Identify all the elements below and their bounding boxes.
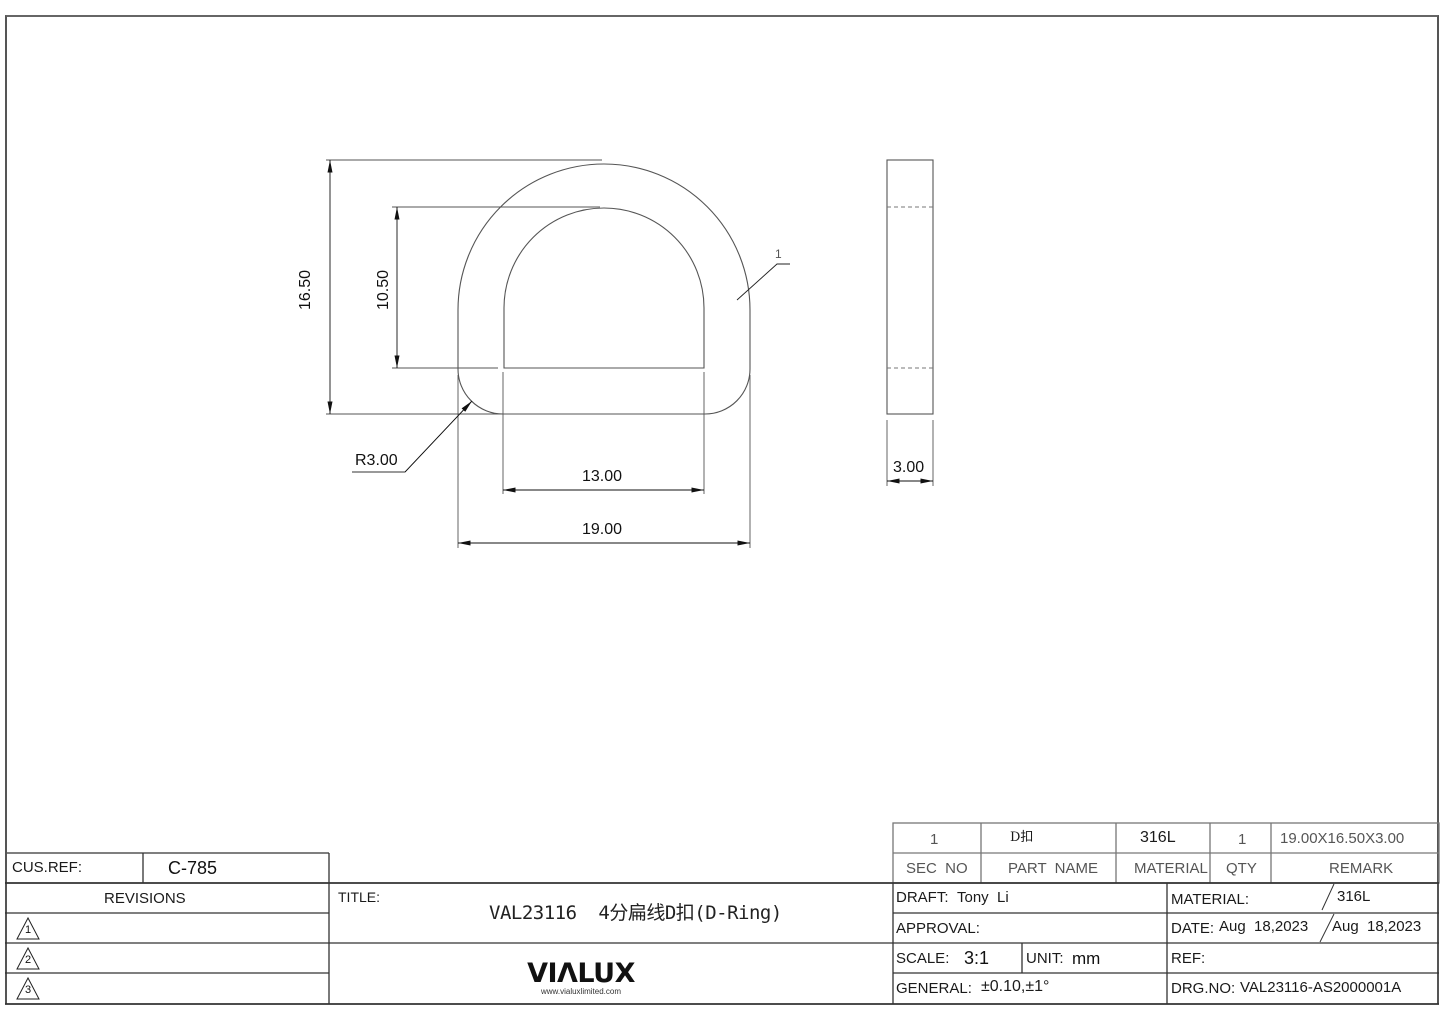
header-remark: REMARK bbox=[1329, 860, 1394, 877]
header-part-name: PART NAME bbox=[1008, 860, 1099, 877]
draft-value: Tony Li bbox=[957, 889, 1009, 906]
dim-thickness: 3.00 bbox=[893, 459, 925, 476]
scale-value: 3:1 bbox=[964, 948, 990, 968]
front-view-dimensions bbox=[326, 159, 790, 548]
general-tolerance: ±0.10,±1° bbox=[981, 978, 1050, 995]
cus-ref-label: CUS.REF: bbox=[12, 859, 83, 876]
dim-overall-height: 16.50 bbox=[297, 269, 314, 310]
ref-label: REF: bbox=[1171, 950, 1206, 967]
part-balloon: 1 bbox=[775, 247, 782, 261]
logo-url: www.vialuxlimited.com bbox=[540, 987, 622, 996]
drawing-title: VAL23116 4分扁线D扣(D-Ring) bbox=[489, 902, 782, 924]
material-value: 316L bbox=[1337, 888, 1371, 905]
cus-ref-value: C-785 bbox=[168, 858, 218, 878]
drawing-frame bbox=[5, 15, 1439, 1004]
unit-value: mm bbox=[1072, 949, 1101, 968]
title-block-grid bbox=[5, 822, 1440, 1005]
date-drafted: Aug 18,2023 bbox=[1219, 918, 1309, 935]
date-label: DATE: bbox=[1171, 920, 1215, 937]
front-view-outline bbox=[457, 163, 751, 415]
dim-inner-height: 10.50 bbox=[375, 269, 392, 310]
part-qty: 1 bbox=[1238, 831, 1247, 848]
header-qty: QTY bbox=[1226, 860, 1257, 877]
logo-wordmark: VIΛLUX bbox=[527, 958, 635, 989]
header-sec-no: SEC NO bbox=[906, 860, 968, 877]
revision-2-icon bbox=[16, 946, 40, 970]
drg-no-label: DRG.NO: bbox=[1171, 980, 1236, 997]
dim-overall-width: 19.00 bbox=[582, 521, 623, 538]
material-label: MATERIAL: bbox=[1171, 891, 1250, 908]
side-view bbox=[886, 159, 934, 486]
revision-3-number: 3 bbox=[25, 984, 32, 996]
part-sec-no: 1 bbox=[930, 831, 939, 848]
draft-label: DRAFT: bbox=[896, 889, 949, 906]
dim-corner-radius: R3.00 bbox=[355, 452, 398, 469]
revision-1-icon bbox=[16, 916, 40, 940]
part-remark: 19.00X16.50X3.00 bbox=[1280, 830, 1405, 847]
approval-label: APPROVAL: bbox=[896, 920, 980, 937]
revisions-label: REVISIONS bbox=[104, 890, 186, 907]
revision-triangles bbox=[16, 916, 40, 1000]
part-name: D扣 bbox=[1010, 830, 1034, 845]
title-label: TITLE: bbox=[338, 889, 381, 905]
header-material: MATERIAL bbox=[1134, 860, 1208, 877]
general-label: GENERAL: bbox=[896, 980, 972, 997]
drg-no-value: VAL23116-AS2000001A bbox=[1240, 979, 1402, 996]
date-approved: Aug 18,2023 bbox=[1332, 918, 1422, 935]
scale-label: SCALE: bbox=[896, 950, 950, 967]
revision-1-number: 1 bbox=[25, 924, 32, 936]
company-logo: VIΛLUX www.vialuxlimited.com bbox=[526, 960, 636, 996]
revision-3-icon bbox=[16, 976, 40, 1000]
dim-inner-width: 13.00 bbox=[582, 468, 623, 485]
unit-label: UNIT: bbox=[1026, 950, 1064, 967]
revision-2-number: 2 bbox=[25, 954, 32, 966]
part-material: 316L bbox=[1140, 829, 1176, 846]
